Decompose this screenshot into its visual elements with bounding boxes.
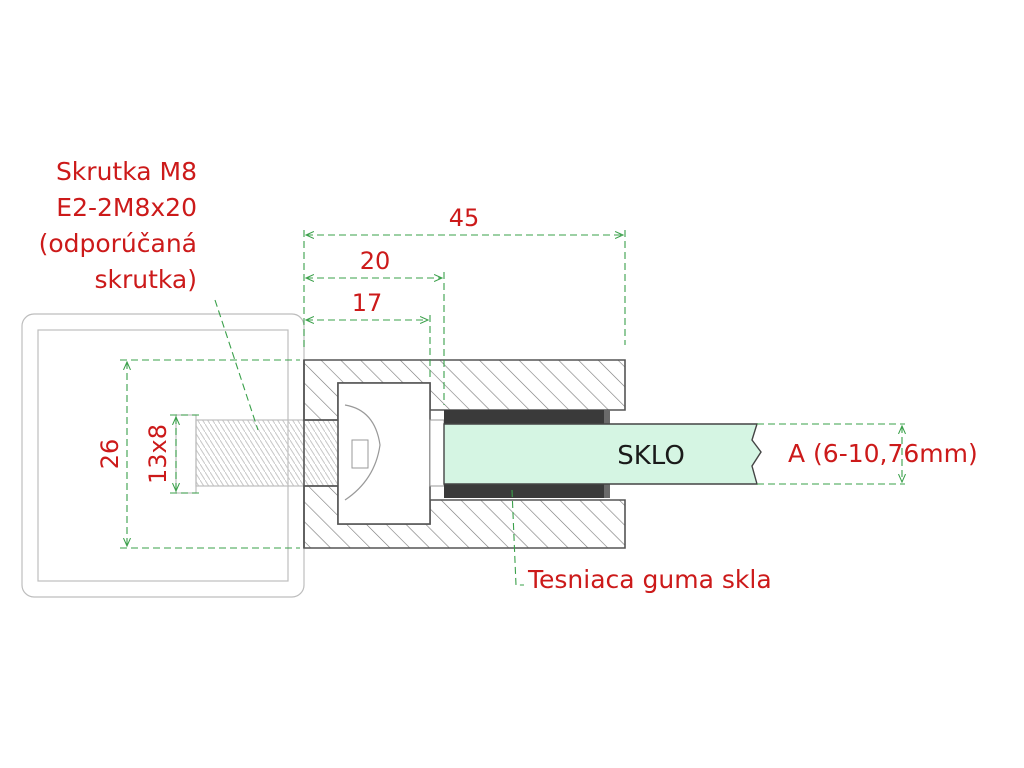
dimension-bolt: 13x8 [144, 414, 200, 494]
dimension-height: 26 [96, 359, 300, 549]
screw-label-line3: (odporúčaná [39, 229, 197, 258]
dim-20: 20 [360, 247, 391, 275]
gasket-label: Tesniaca guma skla [527, 565, 772, 594]
gasket-callout: Tesniaca guma skla [511, 489, 772, 594]
dimension-to-recess: 17 [306, 289, 431, 380]
clamp-body [303, 359, 626, 549]
dimension-overall-length: 45 [303, 204, 626, 350]
gasket-rubber [444, 410, 610, 498]
dim-13x8: 13x8 [144, 424, 172, 484]
glass-label: SKLO [617, 441, 685, 471]
screw-callout: Skrutka M8 E2-2M8x20 (odporúčaná skrutka… [39, 157, 259, 431]
screw-label-line2: E2-2M8x20 [56, 193, 197, 222]
dimension-to-glass: 20 [306, 247, 445, 405]
glass-thickness-label: A (6-10,76mm) [788, 439, 978, 468]
screw-shank [175, 414, 342, 494]
dimension-glass-thickness: A (6-10,76mm) [757, 423, 978, 485]
glass-pane: SKLO [443, 423, 762, 485]
dim-26: 26 [96, 439, 124, 470]
dim-45: 45 [449, 204, 480, 232]
screw-label-line4: skrutka) [94, 265, 197, 294]
dim-17: 17 [352, 289, 383, 317]
screw-label-line1: Skrutka M8 [56, 157, 197, 186]
